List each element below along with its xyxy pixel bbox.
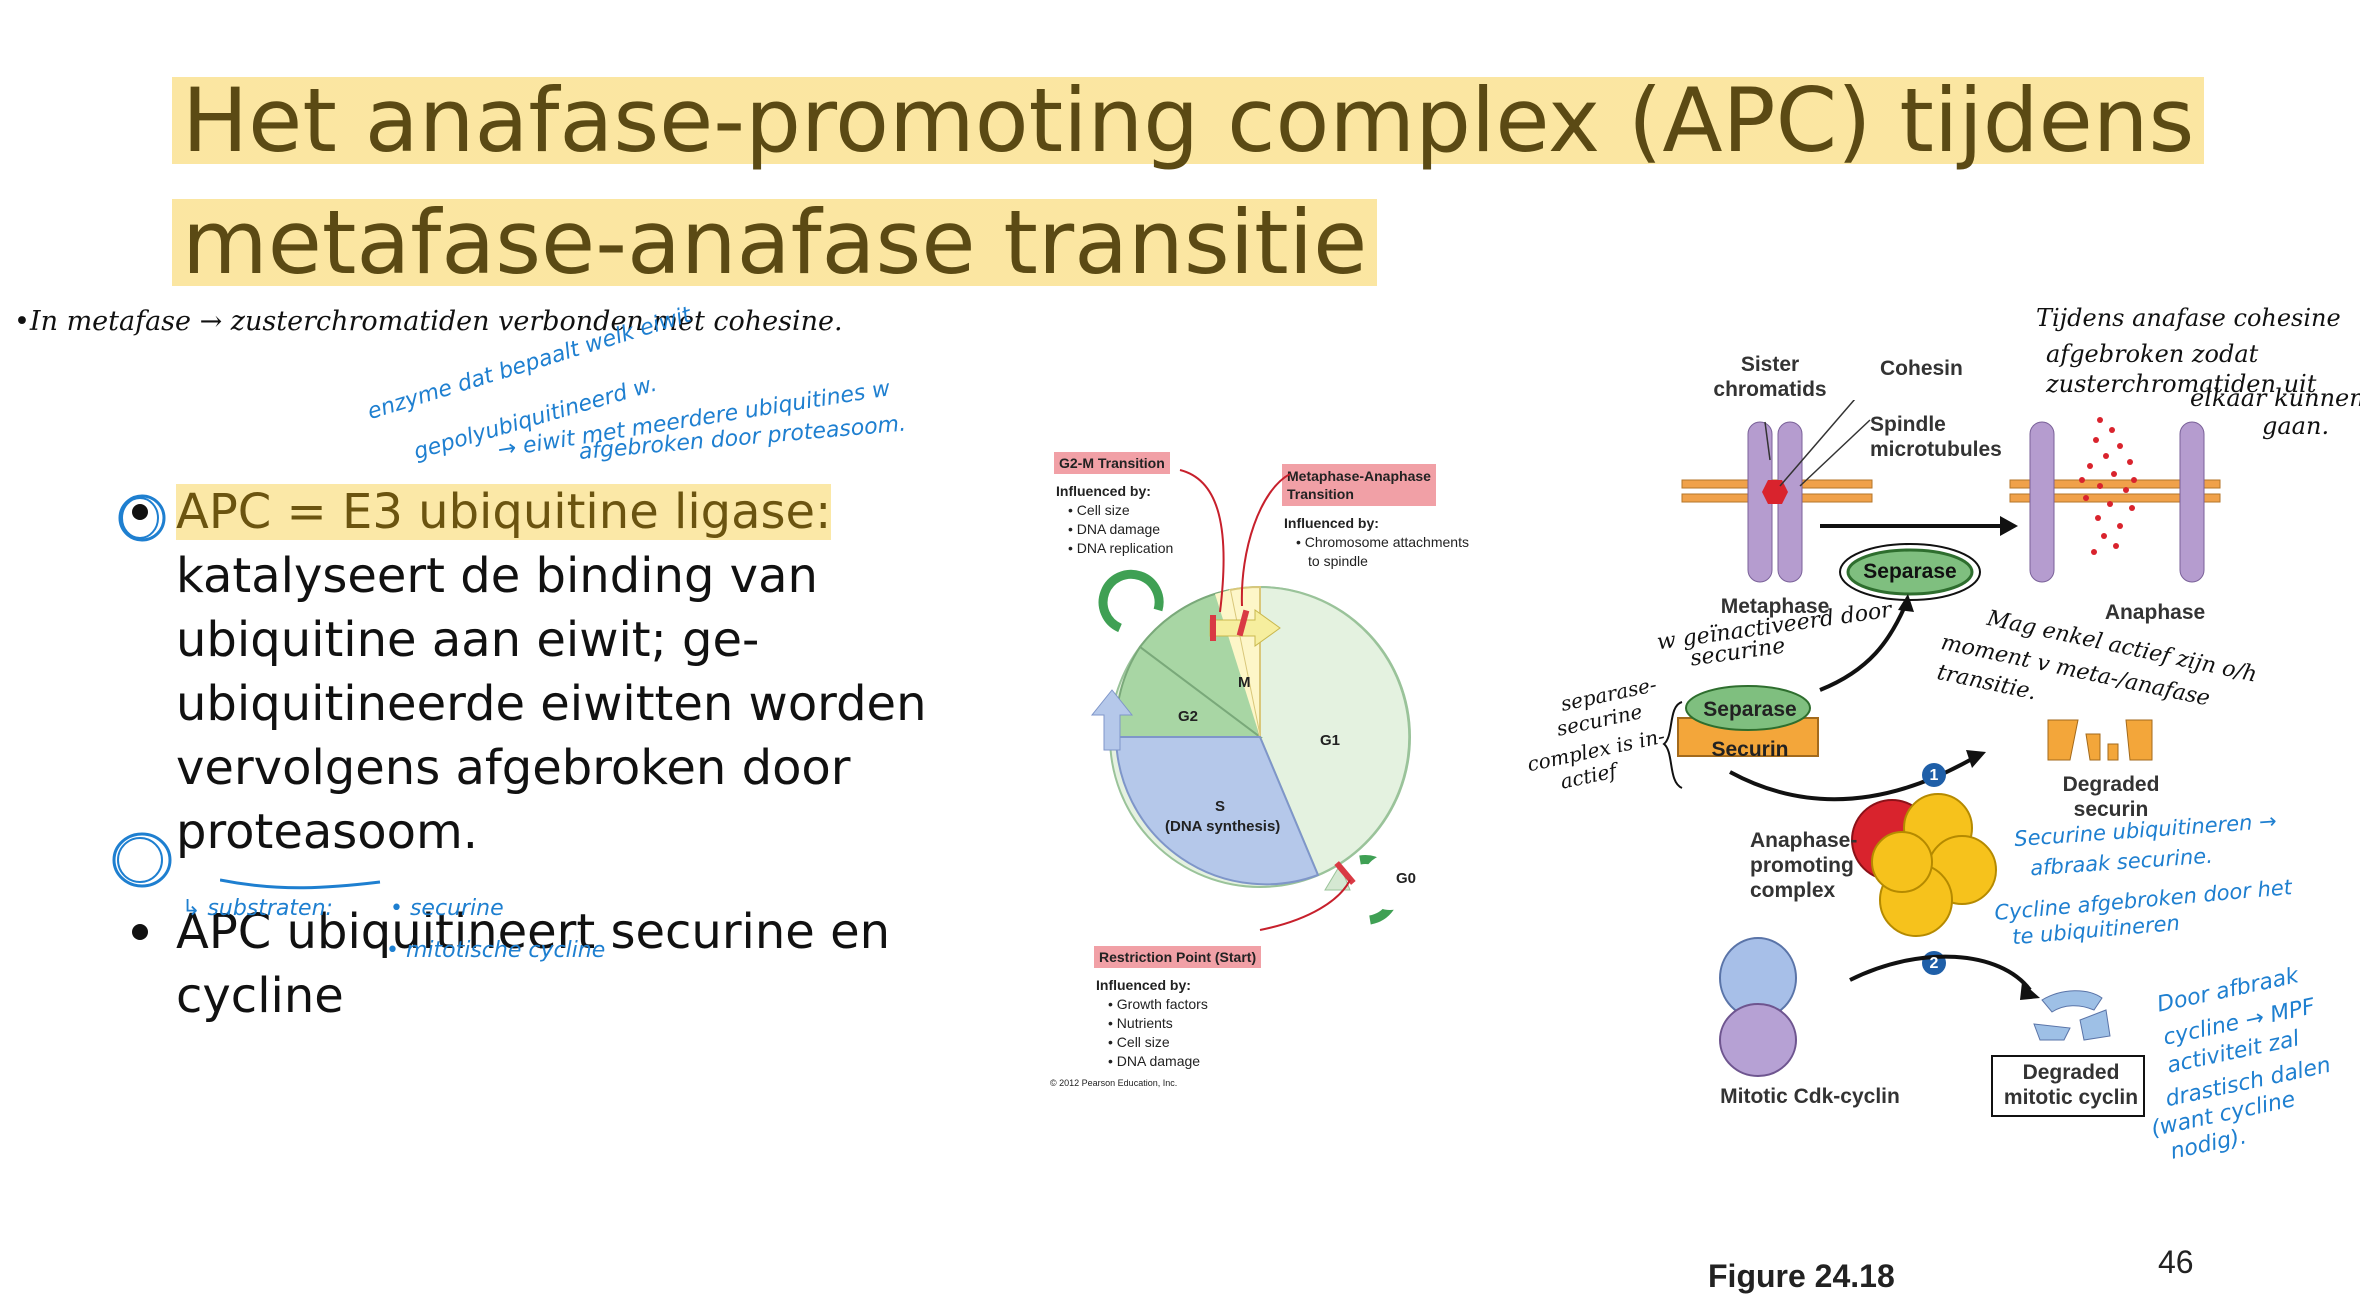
metaphase-label: Metaphase — [1720, 595, 1830, 618]
degraded-cyclin-label: Degraded mitotic cyclin — [2003, 1061, 2139, 1109]
bullet-highlight: APC = E3 ubiquitine ligase: — [176, 484, 832, 540]
bullet-dot — [132, 924, 148, 940]
title-line-2: metafase-anafase transitie — [172, 191, 1378, 294]
phase-s-sub: (DNA synthesis) — [1165, 818, 1281, 835]
g2m-influenced-heading: Influenced by: — [1056, 483, 1151, 499]
page-number: 46 — [2158, 1244, 2194, 1280]
spindle-label: Spindle microtubules — [1870, 413, 2002, 461]
figure-caption: Figure 24.18 — [1708, 1258, 1895, 1294]
meta-label-line: Metaphase-Anaphase — [1287, 468, 1431, 484]
note-cohesin-2: afgebroken zodat — [2046, 340, 2259, 368]
note-cohesin-5: gaan. — [2262, 412, 2330, 440]
copyright: © 2012 Pearson Education, Inc. — [1050, 1078, 1178, 1088]
annotation-substrates: ↳ substraten: — [182, 896, 333, 921]
note-cohesin-4: elkaar kunnen — [2190, 384, 2360, 412]
bullet-dot — [132, 504, 148, 520]
phase-s: S — [1215, 798, 1226, 815]
g2m-transition-label: G2-M Transition — [1054, 452, 1170, 474]
brace-annotation — [1662, 701, 1683, 789]
meta-influenced-heading: Influenced by: — [1284, 515, 1379, 531]
apc-figure-drawing — [1677, 400, 2221, 1117]
degraded-securin-label: Degraded securin — [2062, 773, 2160, 821]
restriction-influenced-heading: Influenced by: — [1096, 977, 1191, 993]
metaphase-anaphase-label: Metaphase-Anaphase Transition — [1282, 464, 1436, 506]
phase-g1: G1 — [1320, 732, 1341, 749]
g2m-item: • DNA damage — [1068, 521, 1161, 537]
meta-item: to spindle — [1308, 553, 1368, 569]
meta-label-line: Transition — [1287, 486, 1354, 502]
meta-item: • Chromosome attachments — [1296, 534, 1469, 550]
bullet-item-apc-ligase: APC = E3 ubiquitine ligase: katalyseert … — [130, 480, 1060, 864]
meta-influences: Influenced by: • Chromosome attachments … — [1284, 514, 1469, 571]
phase-g2: G2 — [1178, 708, 1199, 725]
phase-m: M — [1238, 674, 1251, 691]
mitotic-cdk-label: Mitotic Cdk-cyclin — [1720, 1085, 1900, 1108]
apc-underline-annotation — [220, 878, 381, 890]
step-2-label: 2 — [1929, 955, 1939, 972]
restriction-item: • Growth factors — [1108, 996, 1208, 1012]
note-cohesin-3: zusterchromatiden uit — [2046, 370, 2317, 398]
slide-title: Het anafase-promoting complex (APC) tijd… — [172, 60, 2222, 304]
annotation-substrate-1: • securine — [390, 896, 504, 921]
bullet-list: APC = E3 ubiquitine ligase: katalyseert … — [130, 480, 1060, 1056]
sister-chromatids-label: Sister chromatids — [1713, 353, 1827, 401]
separase-active-label: Separase — [1863, 560, 1957, 583]
bullet-item-apc-substrates: APC ubiquitineert securine en cycline — [130, 900, 1060, 1028]
title-line-1: Het anafase-promoting complex (APC) tijd… — [172, 69, 2205, 172]
restriction-item: • Cell size — [1108, 1034, 1170, 1050]
restriction-item: • Nutrients — [1108, 1015, 1173, 1031]
step-1-label: 1 — [1929, 767, 1939, 784]
anaphase-label: Anaphase — [2104, 601, 2206, 624]
securin-label: Securin — [1711, 738, 1789, 761]
apc-label: Anaphase-promoting complex — [1750, 829, 1858, 902]
annotation-substrate-2: • mitotische cycline — [386, 938, 606, 963]
g2m-item: • Cell size — [1068, 502, 1130, 518]
g2m-item: • DNA replication — [1068, 540, 1174, 556]
bullet-text: katalyseert de binding van ubiquitine aa… — [176, 548, 927, 860]
bullet-circle-annotations — [112, 494, 172, 888]
g2m-influences: Influenced by: • Cell size • DNA damage … — [1056, 482, 1173, 558]
bullet-text: APC ubiquitineert securine en cycline — [176, 904, 891, 1024]
restriction-influences: Influenced by: • Growth factors • Nutrie… — [1096, 976, 1208, 1071]
cell-cycle-wheel — [1090, 469, 1418, 931]
restriction-point-label: Restriction Point (Start) — [1094, 946, 1262, 968]
phase-g0: G0 — [1396, 870, 1417, 887]
handwritten-top-note: •In metafase → zusterchromatiden verbond… — [14, 306, 843, 337]
cohesin-label: Cohesin — [1880, 357, 1963, 380]
restriction-item: • DNA damage — [1108, 1053, 1201, 1069]
separase-complex-label: Separase — [1703, 698, 1797, 721]
note-cohesin-1: Tijdens anafase cohesine — [2036, 304, 2341, 332]
